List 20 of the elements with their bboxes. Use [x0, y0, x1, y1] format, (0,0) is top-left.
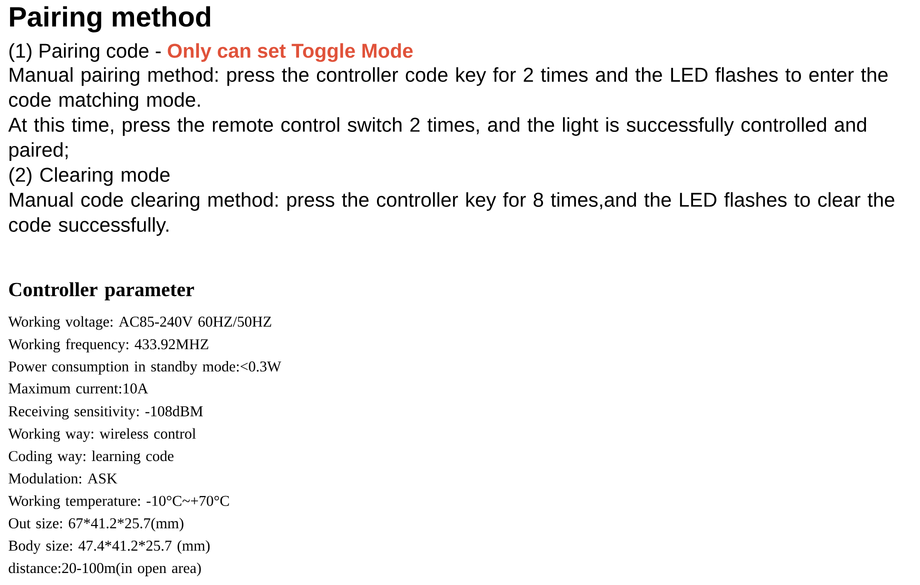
spec-line: Coding way: learning code — [8, 450, 174, 464]
paragraph: Manual pairing method: press the controller code key for 2 times and the LED flashes to enter the code matching mode. — [9, 67, 888, 111]
section-heading: Controller parameter — [9, 282, 194, 300]
spec-line: Maximum current:10A — [8, 383, 148, 394]
paragraph: At this time, press the remote control switch 2 times, and the light is successfully controlled and paired; — [8, 117, 866, 161]
spec-line: Working temperature: -10°C~+70°C — [8, 495, 229, 510]
spec-line: Modulation: ASK — [8, 473, 118, 484]
spec-line: Working way: wireless control — [8, 428, 196, 442]
spec-line: Working frequency: 433.92MHZ — [8, 338, 208, 352]
spec-line: Out size: 67*41.2*25.7(mm) — [8, 518, 184, 532]
spec-line: Body size: 47.4*41.2*25.7 (mm) — [8, 540, 210, 554]
heading: Pairing method — [10, 6, 210, 32]
paragraph: Manual code clearing method: press the controller key for 8 times,and the LED flashes to clear the code successfully. — [9, 192, 894, 236]
spec-line: Power consumption in standby mode:<0.3W — [8, 361, 282, 375]
spec-line: Working voltage: AC85-240V 60HZ/50HZ — [8, 316, 272, 330]
paragraph: (2) Clearing mode — [9, 167, 170, 186]
spec-line: Receiving sensitivity: -108dBM — [8, 406, 203, 420]
warning-text: Only can set Toggle Mode — [168, 43, 413, 62]
spec-line: distance:20-100m(in open area) — [8, 562, 201, 576]
paragraph: (1) Pairing code - — [9, 43, 161, 62]
